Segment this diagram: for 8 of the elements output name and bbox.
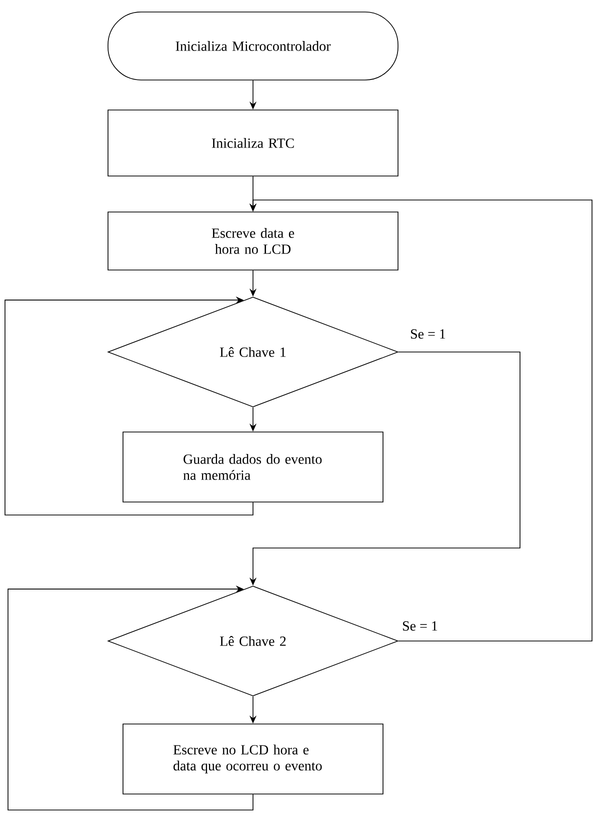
process-box: Escreve data e hora no LCD — [108, 212, 398, 270]
process-box: Escreve no LCD hora e data que ocorreu o evento — [122, 724, 384, 794]
process-box: Guarda dados do evento na memória — [122, 432, 384, 502]
arrow — [8, 586, 254, 810]
process-box: Inicializa RTC — [108, 110, 398, 176]
edge-label: Se = 1 — [409, 328, 447, 340]
arrow — [4, 296, 254, 516]
edge-label: Se = 1 — [401, 620, 439, 632]
